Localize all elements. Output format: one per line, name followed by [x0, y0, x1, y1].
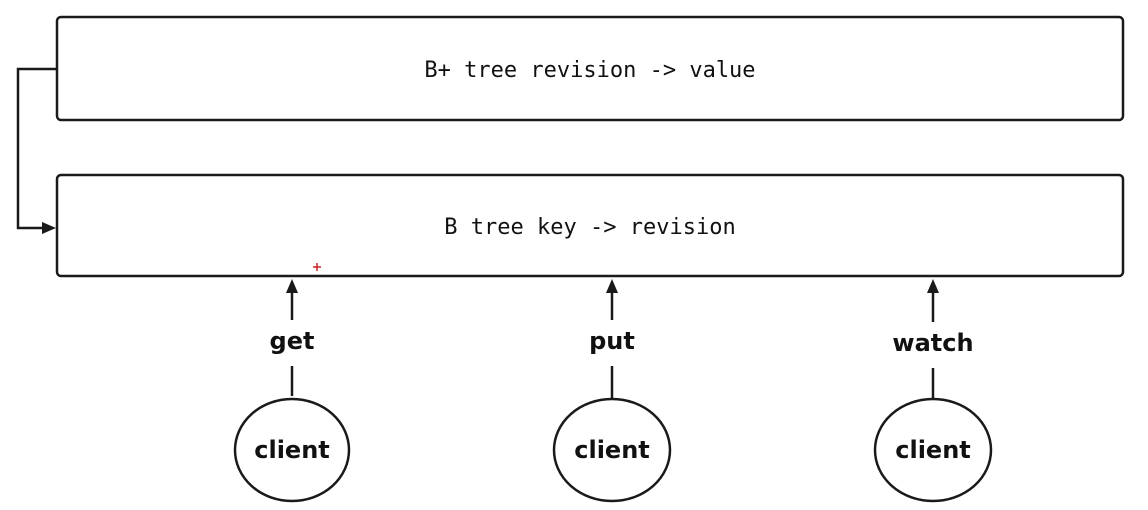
btree-box-label: B tree key -> revision — [444, 215, 735, 240]
flow-put: put client — [552, 279, 672, 503]
client-node-get-label: client — [254, 436, 330, 464]
flow-get: get client — [233, 279, 351, 503]
client-node-watch-label: client — [895, 436, 971, 464]
flow-watch-arrowhead — [927, 279, 939, 293]
bplus-tree-box-label: B+ tree revision -> value — [424, 58, 755, 83]
index-to-store-connector — [16, 67, 57, 234]
flow-get-label: get — [270, 327, 315, 355]
btree-box: B tree key -> revision — [55, 173, 1125, 278]
client-node-get — [233, 397, 351, 503]
flow-watch: watch client — [873, 279, 993, 503]
client-node-put-label: client — [574, 436, 650, 464]
client-node-put — [552, 397, 672, 503]
bplus-tree-box: B+ tree revision -> value — [55, 15, 1125, 122]
flow-put-label: put — [589, 327, 635, 355]
flow-get-arrowhead — [286, 279, 298, 293]
cursor-marker — [313, 263, 321, 271]
client-node-watch — [873, 397, 993, 503]
connector-arrowhead — [42, 222, 56, 234]
flow-put-arrowhead — [606, 279, 618, 293]
flow-watch-label: watch — [892, 329, 973, 357]
